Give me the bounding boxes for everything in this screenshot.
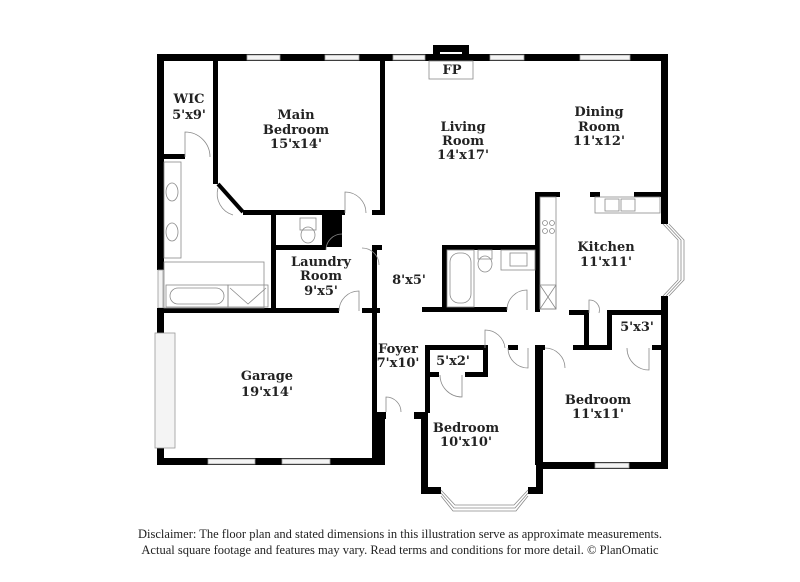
label-living-2: Room [442, 134, 484, 149]
label-laundry-1: Laundry [291, 255, 351, 270]
interior-walls [157, 54, 667, 465]
label-foyer: Foyer [378, 342, 418, 357]
label-living-1: Living [440, 120, 485, 135]
label-laundry-2: Room [300, 269, 342, 284]
label-main-bedroom-dims: 15'x14' [270, 137, 322, 152]
door-closet-small [439, 374, 463, 398]
fixtures [163, 161, 661, 310]
label-living-dims: 14'x17' [437, 148, 489, 163]
door-laundry-garage [338, 290, 360, 312]
label-dining-2: Room [578, 120, 620, 135]
label-foyer-dims: 7'x10' [377, 356, 420, 371]
windows [154, 54, 685, 512]
door-hall-bath [506, 289, 528, 311]
label-dining-dims: 11'x12' [573, 134, 625, 149]
label-closet-5x2: 5'x2' [436, 354, 470, 369]
door-closet-kitchen [588, 299, 600, 314]
label-dining-1: Dining [574, 105, 623, 120]
label-bedroom-3: Bedroom [565, 393, 632, 408]
label-kitchen: Kitchen [577, 240, 635, 255]
label-bedroom-3-dims: 11'x11' [572, 407, 624, 422]
door-closet-5x3 [626, 347, 650, 371]
label-garage: Garage [241, 369, 293, 384]
room-labels: WIC 5'x9' Main Bedroom 15'x14' Living Ro… [172, 63, 654, 450]
label-main-bedroom-1: Main [277, 108, 315, 123]
door-laundry-hall [361, 247, 380, 266]
door-bedroom-2 [507, 347, 529, 369]
label-fireplace: FP [442, 63, 461, 78]
label-bedroom-2: Bedroom [433, 421, 500, 436]
label-bedroom-2-dims: 10'x10' [440, 435, 492, 450]
label-garage-dims: 19'x14' [241, 385, 293, 400]
door-toilet [325, 233, 343, 251]
label-wic-dims: 5'x9' [172, 108, 206, 123]
label-kitchen-dims: 11'x11' [580, 255, 632, 270]
door-main-bedroom [344, 191, 367, 214]
door-wic [184, 131, 211, 158]
disclaimer-line-2: Actual square footage and features may v… [141, 543, 659, 557]
label-wic-name: WIC [172, 92, 204, 107]
door-main-bath [216, 187, 234, 216]
label-laundry-dims: 9'x5' [304, 284, 338, 299]
door-bedroom-3 [544, 347, 566, 369]
front-door [385, 396, 402, 413]
label-closet-5x3: 5'x3' [620, 320, 654, 335]
label-main-bedroom-2: Bedroom [263, 123, 330, 138]
fireplace [428, 45, 474, 80]
disclaimer-line-1: Disclaimer: The floor plan and stated di… [138, 527, 662, 541]
label-hall-dims: 8'x5' [392, 273, 426, 288]
door-bedroom2-closet-hall [484, 329, 506, 349]
doors[interactable] [184, 131, 650, 413]
